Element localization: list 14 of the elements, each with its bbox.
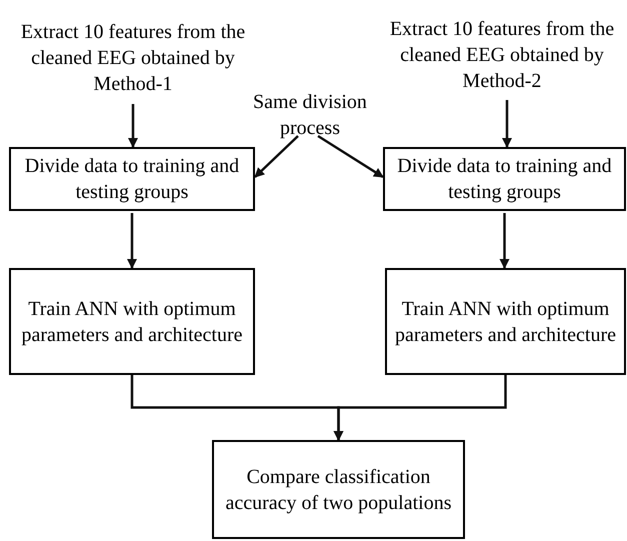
process-box: Train ANN with optimum parameters and architecture: [9, 268, 255, 375]
arrow: [128, 104, 138, 148]
arrow: [127, 213, 137, 269]
arrow: [502, 100, 512, 148]
arrow: [334, 375, 507, 441]
process-box: Divide data to training and testing groups: [383, 147, 626, 211]
process-box: Divide data to training and testing groups: [9, 147, 255, 211]
note-text: Same division process: [240, 88, 380, 142]
process-box: Compare classification accuracy of two populations: [212, 440, 465, 539]
note-text: Extract 10 features from the cleaned EEG obtained by Method-2: [378, 12, 626, 98]
arrow: [500, 213, 510, 269]
process-box: Train ANN with optimum parameters and architecture: [385, 268, 626, 375]
arrow: [254, 135, 299, 178]
arrow: [317, 134, 384, 178]
